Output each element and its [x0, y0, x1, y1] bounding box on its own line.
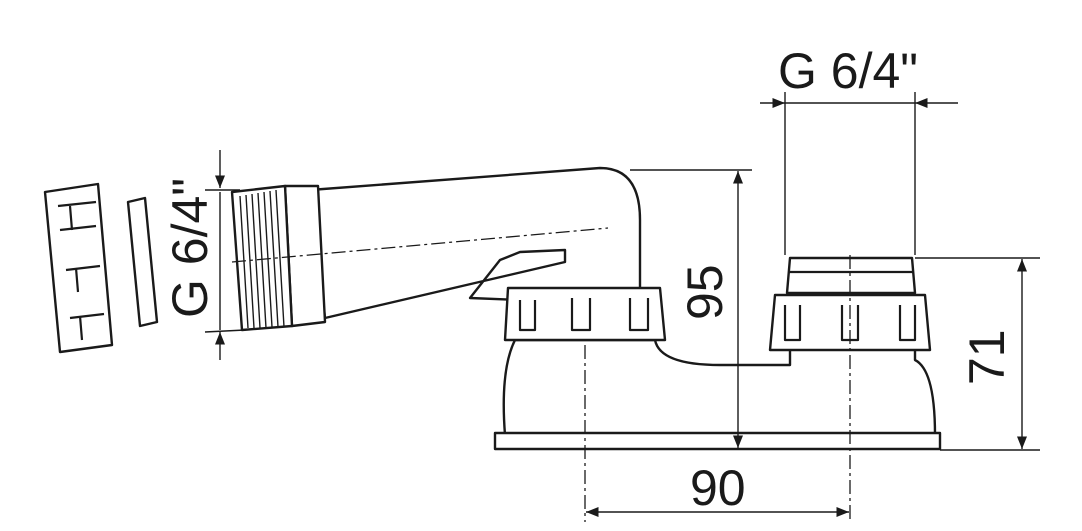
- height-95-label: 95: [677, 264, 733, 320]
- width-90-dimension: 90: [584, 255, 851, 522]
- top-thread-dimension: G 6/4": [760, 43, 958, 255]
- sealing-ring: [126, 196, 159, 328]
- siphon-body: [493, 256, 942, 451]
- width-90-label: 90: [690, 460, 746, 516]
- height-95-dimension: 95: [630, 169, 752, 448]
- inlet-pipe: [230, 166, 642, 332]
- height-71-label: 71: [959, 329, 1015, 385]
- height-71-dimension: 71: [915, 257, 1040, 451]
- cap-nut: [43, 182, 114, 354]
- left-thread-dimension: G 6/4": [162, 150, 246, 360]
- top-thread-label: G 6/4": [778, 43, 918, 99]
- left-thread-label: G 6/4": [162, 178, 218, 318]
